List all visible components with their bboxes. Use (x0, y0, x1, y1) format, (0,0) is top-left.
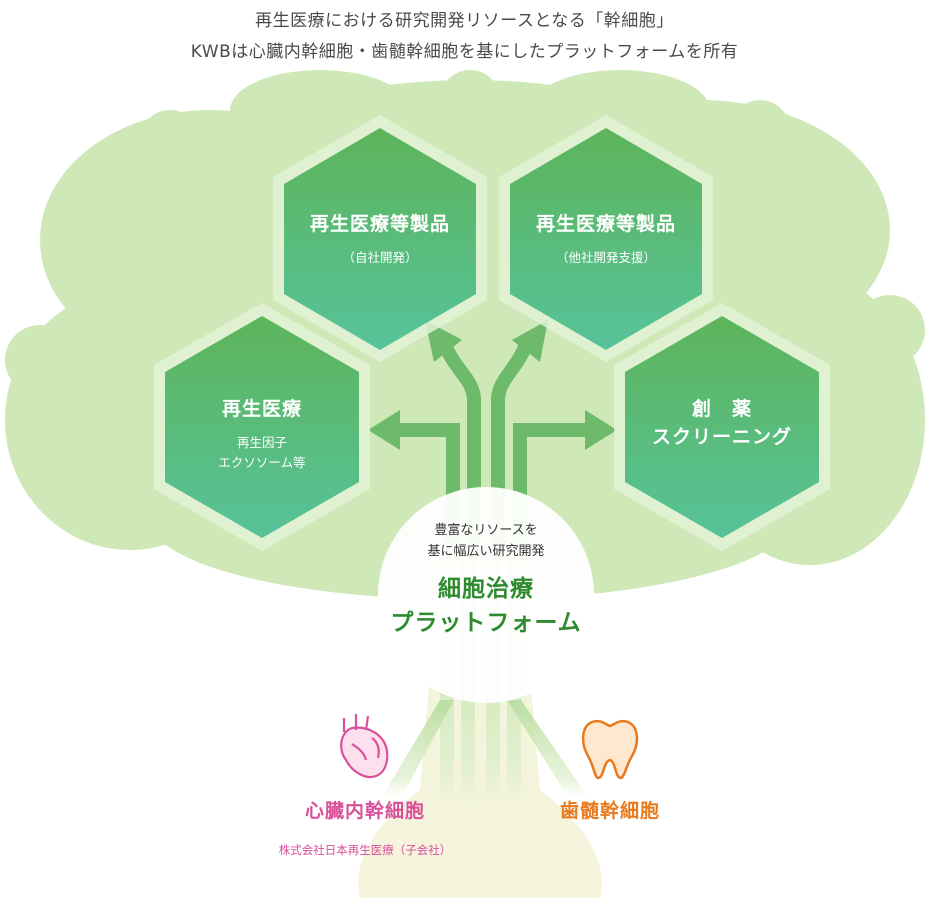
diagram-heading-line2: KWBは心臓内幹細胞・歯髄幹細胞を基にしたプラットフォームを所有 (190, 42, 739, 62)
tooth-icon (581, 719, 639, 780)
center-platform-text: 豊富なリソースを 基に幅広い研究開発 細胞治療 プラットフォーム (386, 520, 586, 640)
heart-organ-icon (340, 714, 389, 779)
hexagon-regenerative-medicine-title: 再生医療 (221, 398, 302, 420)
hexagon-product-own-text: 再生医療等製品 （自社開発） (284, 210, 476, 268)
center-title-line1: 細胞治療 (438, 576, 534, 602)
hexagon-regenerative-medicine-text: 再生医療 再生因子 エクソソーム等 (165, 395, 359, 473)
root-heart-stem-cell-sub: 株式会社日本再生医療（子会社） (278, 843, 452, 857)
arrow-to-product-support (491, 342, 533, 560)
hexagon-product-support-sub: （他社開発支援） (555, 250, 656, 265)
arrow-to-product-own (438, 342, 481, 560)
hexagon-product-support-title: 再生医療等製品 (535, 213, 676, 235)
diagram-heading-line1: 再生医療における研究開発リソースとなる「幹細胞」 (255, 11, 674, 31)
center-small-line2: 基に幅広い研究開発 (427, 544, 545, 559)
hexagon-regenerative-medicine-sub2: エクソソーム等 (218, 455, 306, 470)
arrow-heads (368, 320, 617, 450)
root-dental-pulp-stem-cell-label: 歯髄幹細胞 (559, 800, 660, 822)
tree-trunk (358, 560, 602, 898)
hexagon-product-support-text: 再生医療等製品 （他社開発支援） (510, 210, 702, 268)
hexagon-product-support (499, 115, 713, 362)
hexagon-product-own-sub: （自社開発） (342, 250, 418, 265)
hexagon-drug-screening-text: 創 薬 スクリーニング (625, 395, 819, 451)
center-small-line1: 豊富なリソースを (434, 523, 538, 538)
hexagon-regenerative-medicine-sub1: 再生因子 (236, 435, 287, 450)
hexagon-drug-screening-title2: スクリーニング (651, 426, 792, 448)
center-platform-circle (378, 487, 594, 703)
hexagon-regenerative-medicine (154, 303, 370, 551)
root-heart-stem-cell-label: 心臓内幹細胞 (304, 800, 425, 822)
center-title-line2: プラットフォーム (390, 610, 582, 636)
hexagon-drug-screening (614, 303, 830, 551)
hexagon-product-own (273, 115, 487, 362)
hexagon-product-own-title: 再生医療等製品 (309, 213, 450, 235)
hexagon-drug-screening-title1: 創 薬 (691, 398, 752, 420)
